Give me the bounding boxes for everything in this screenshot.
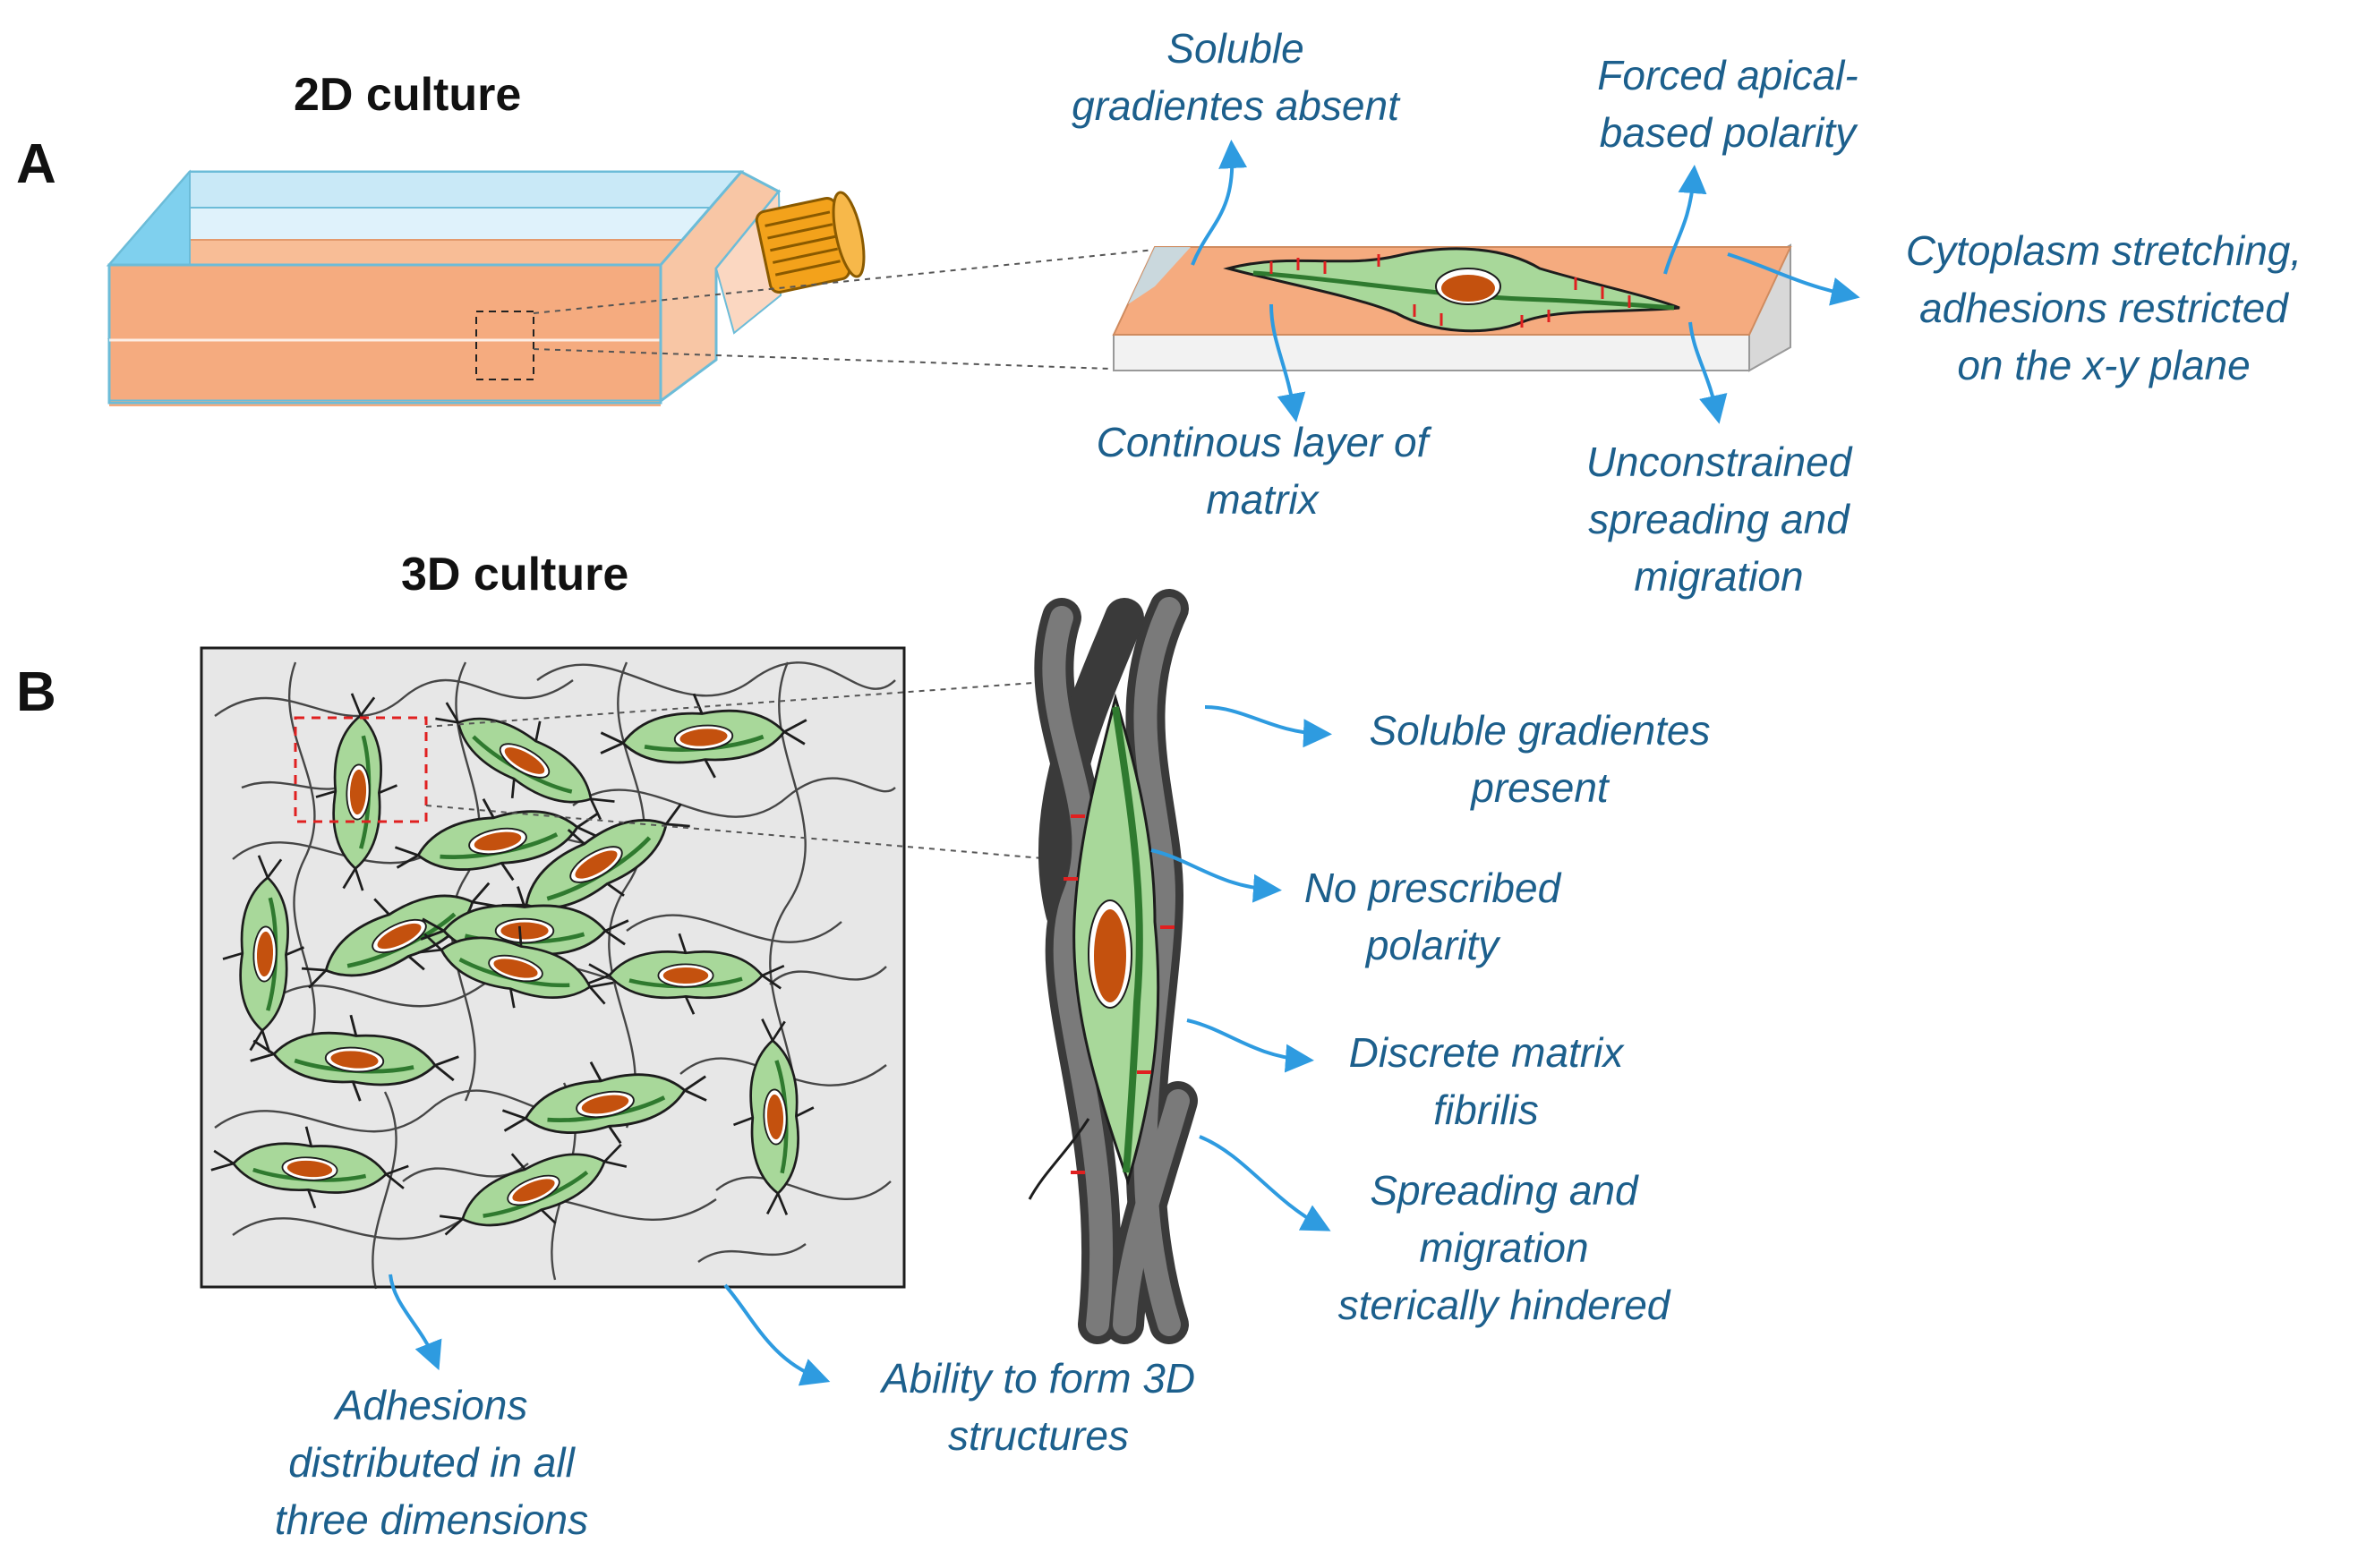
fibril-cell-3d — [1028, 589, 1198, 1344]
panel-letter-a: A — [16, 133, 56, 195]
label-cytoplasm-stretching: Cytoplasm stretching,adhesions restricte… — [1905, 227, 2302, 388]
panel-letter-b: B — [16, 661, 56, 723]
panel-title-3d: 3D culture — [401, 549, 629, 601]
cell-2d — [1223, 247, 1680, 333]
arrows-3d — [389, 705, 1332, 1386]
zoom-box-2d — [475, 311, 534, 380]
flask-cap — [755, 191, 866, 294]
arrows-2d — [1191, 140, 1860, 424]
panel-title-2d: 2D culture — [294, 69, 522, 121]
label-apical-polarity: Forced apical-based polarity — [1597, 52, 1858, 156]
culture-flask — [106, 169, 866, 406]
zoom-box-3d — [294, 716, 428, 823]
